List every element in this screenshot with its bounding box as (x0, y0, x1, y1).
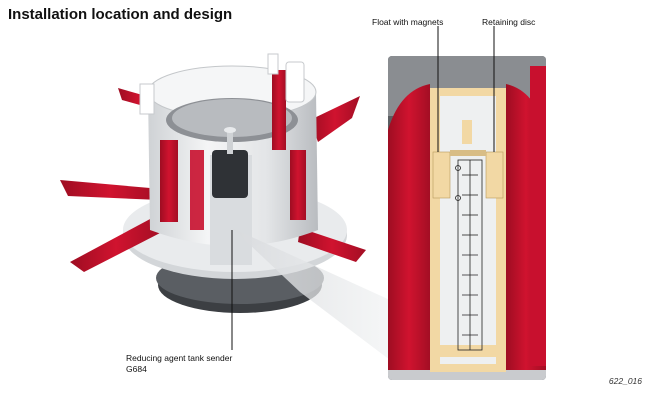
tank-sender-illustration (60, 53, 366, 313)
page-title: Installation location and design (8, 6, 233, 23)
zoom-beam (232, 228, 390, 360)
leader-lines (231, 26, 495, 350)
retaining-disc-label: Retaining disc (482, 17, 536, 27)
detail-cross-section (388, 56, 546, 380)
sender-label-name: Reducing agent tank sender (126, 353, 233, 363)
sender-label-code: G684 (126, 364, 147, 374)
float-label: Float with magnets (372, 17, 444, 27)
sender-label: Reducing agent tank sender G684 (126, 353, 232, 375)
figure-code: 622_016 (608, 376, 642, 386)
